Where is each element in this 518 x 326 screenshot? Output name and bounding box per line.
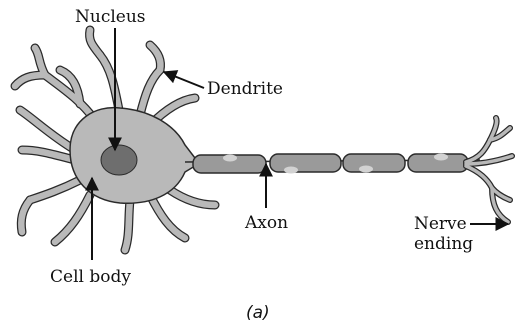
cell-body-label: Cell body: [50, 267, 131, 287]
dendrite-pointer: [164, 72, 204, 88]
nucleus-label: Nucleus: [75, 7, 146, 27]
axon-label: Axon: [244, 213, 288, 233]
nucleus-shape: [101, 145, 137, 175]
nerve-ending-label-line2: ending: [414, 234, 473, 254]
nerve-ending-label-line1: Nerve: [414, 214, 467, 234]
dendrite-label: Dendrite: [207, 79, 283, 99]
nerve-endings: [466, 118, 512, 222]
myelin-segment: [343, 154, 405, 172]
figure-caption: (a): [246, 303, 270, 323]
myelin-segment: [270, 154, 341, 172]
